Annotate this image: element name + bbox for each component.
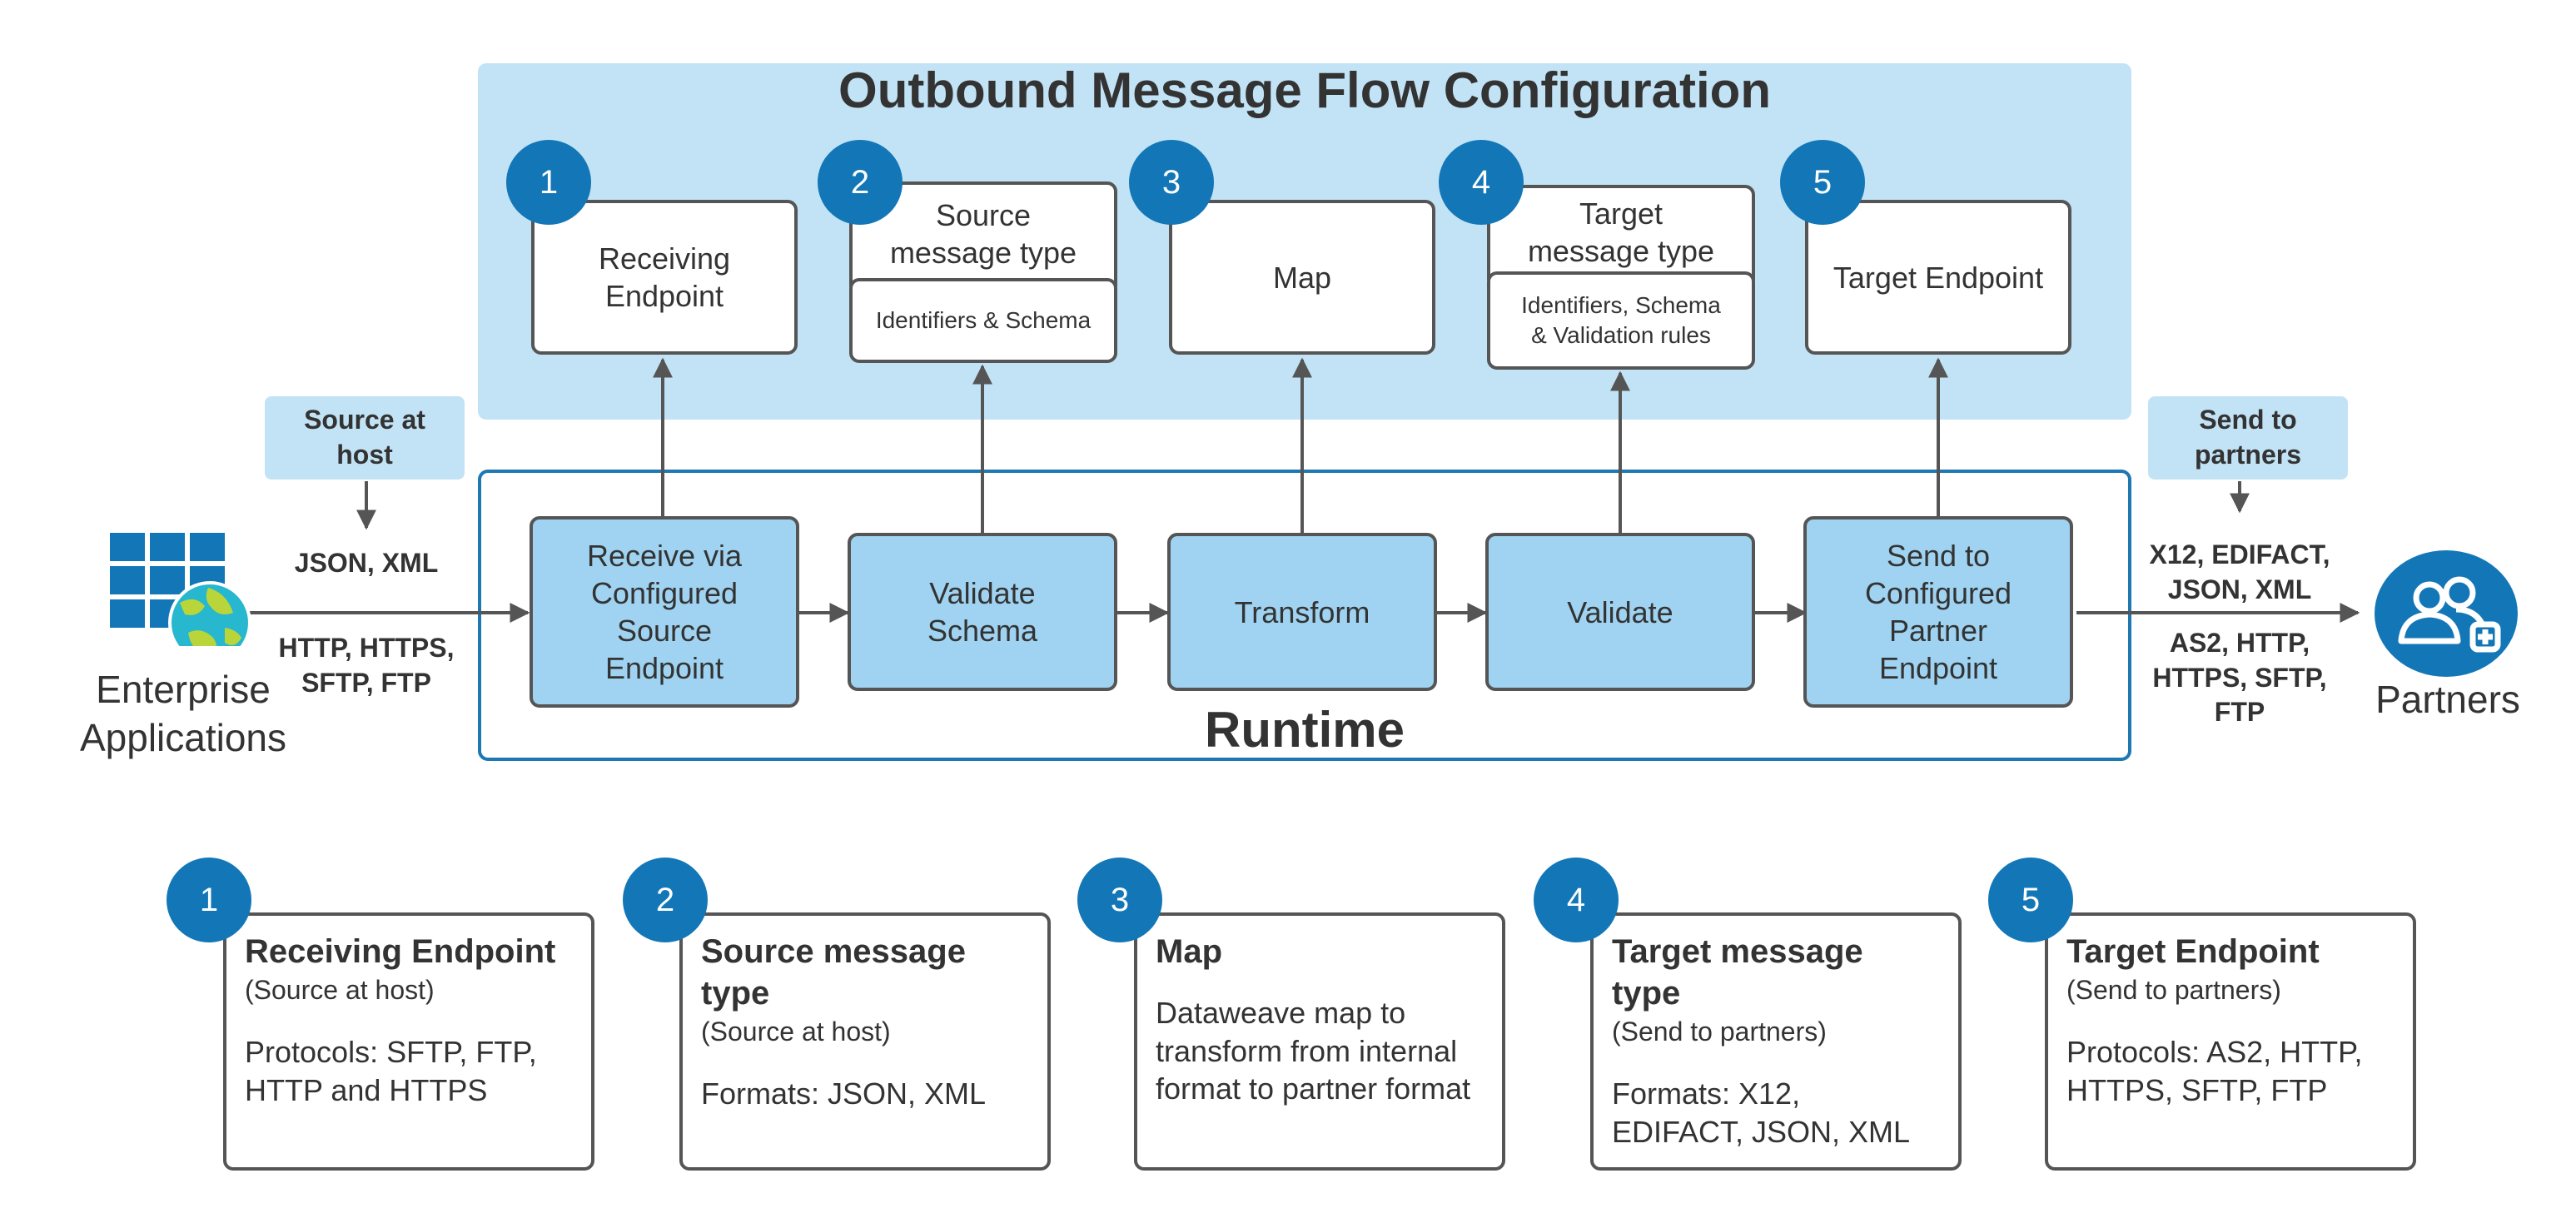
enterprise-apps-label: Enterprise Applications — [79, 668, 287, 759]
config-badge-5: 5 — [1780, 140, 1865, 225]
legend-body: Dataweave map to transform from internal… — [1156, 996, 1471, 1106]
runtime-step-validate: Validate — [1485, 533, 1755, 691]
config-badge-3: 3 — [1129, 140, 1214, 225]
legend-badge-1: 1 — [167, 858, 251, 942]
legend-card-1: Receiving Endpoint (Source at host) Prot… — [223, 912, 594, 1171]
right-formats: X12, EDIFACT, JSON, XML — [2149, 539, 2330, 604]
left-protocols: HTTP, HTTPS, SFTP, FTP — [278, 633, 455, 698]
legend-badge-3: 3 — [1077, 858, 1162, 942]
enterprise-apps-grid-globe-icon — [108, 529, 258, 664]
config-step-4-box: Target message type — [1487, 185, 1755, 280]
legend-card-4: Target message type (Send to partners) F… — [1590, 912, 1962, 1171]
legend-subtitle: (Send to partners) — [1612, 1017, 1827, 1046]
legend-subtitle: (Send to partners) — [2066, 975, 2281, 1005]
legend-body: Formats: JSON, XML — [701, 1076, 987, 1111]
config-step-2-sub: Identifiers & Schema — [849, 278, 1117, 363]
legend-badge-2: 2 — [623, 858, 708, 942]
legend-title: Target message type — [1612, 933, 1863, 1012]
legend-body: Protocols: SFTP, FTP, HTTP and HTTPS — [245, 1035, 537, 1107]
runtime-panel — [478, 470, 2131, 761]
partners-label: Partners — [2375, 678, 2520, 721]
config-badge-1: 1 — [506, 140, 591, 225]
config-title: Outbound Message Flow Configuration — [838, 62, 1771, 118]
config-badge-2: 2 — [818, 140, 903, 225]
right-protocols: AS2, HTTP, HTTPS, SFTP, FTP — [2152, 628, 2327, 728]
legend-body: Formats: X12, EDIFACT, JSON, XML — [1612, 1076, 1911, 1149]
legend-title: Receiving Endpoint — [245, 933, 556, 970]
partners-people-icon — [2373, 549, 2519, 678]
legend-title: Source message type — [701, 933, 966, 1012]
left-formats: JSON, XML — [294, 548, 439, 578]
runtime-title: Runtime — [1205, 702, 1405, 758]
legend-subtitle: (Source at host) — [701, 1017, 891, 1046]
legend-badge-5: 5 — [1988, 858, 2073, 942]
config-step-5-box: Target Endpoint — [1805, 200, 2071, 355]
config-step-1-box: Receiving Endpoint — [531, 200, 798, 355]
runtime-step-validate-schema: Validate Schema — [848, 533, 1117, 691]
legend-subtitle: (Source at host) — [245, 975, 435, 1005]
source-callout: Source at host — [265, 396, 465, 480]
legend-title: Map — [1156, 933, 1222, 970]
partners-callout: Send to partners — [2148, 396, 2348, 480]
runtime-step-transform: Transform — [1167, 533, 1437, 691]
config-step-3-box: Map — [1169, 200, 1435, 355]
legend-card-2: Source message type (Source at host) For… — [679, 912, 1051, 1171]
config-step-4-sub: Identifiers, Schema & Validation rules — [1487, 271, 1755, 370]
runtime-step-receive: Receive via Configured Source Endpoint — [530, 516, 799, 708]
legend-card-3: Map Dataweave map to transform from inte… — [1134, 912, 1505, 1171]
config-badge-4: 4 — [1439, 140, 1524, 225]
legend-badge-4: 4 — [1534, 858, 1619, 942]
legend-body: Protocols: AS2, HTTP, HTTPS, SFTP, FTP — [2066, 1035, 2363, 1107]
runtime-step-send: Send to Configured Partner Endpoint — [1803, 516, 2073, 708]
legend-card-5: Target Endpoint (Send to partners) Proto… — [2045, 912, 2416, 1171]
legend-title: Target Endpoint — [2066, 933, 2320, 970]
